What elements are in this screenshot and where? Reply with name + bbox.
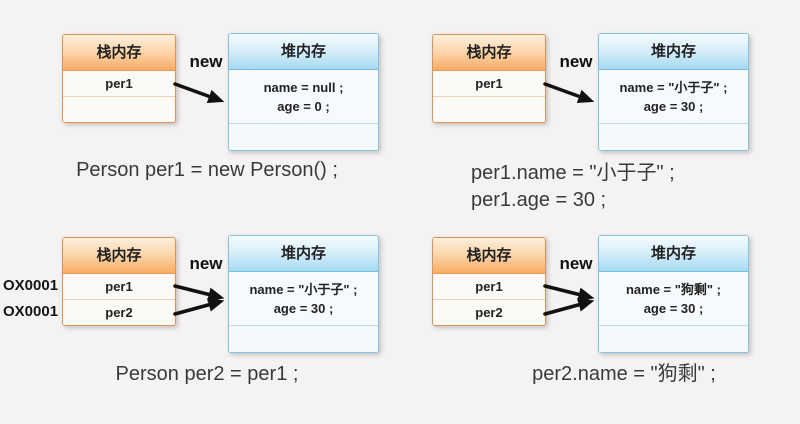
stack-memory-title: 栈内存 [63, 35, 175, 71]
stack-cell-per1: per1 [433, 274, 545, 300]
heap-object-fields: name = "狗剩" ; age = 30 ; [599, 272, 748, 326]
heap-empty-section [229, 124, 378, 150]
stack-memory-box: 栈内存 per1 [432, 34, 546, 123]
code-caption: per2.name = "狗剩" ; [532, 363, 716, 385]
per2-reference-arrow [543, 298, 595, 316]
heap-field-age: age = 30 ; [643, 300, 704, 316]
stack-cell-per1: per1 [433, 71, 545, 97]
stack-memory-title: 栈内存 [433, 35, 545, 71]
stack-memory-box: 栈内存 per1 [62, 34, 176, 123]
heap-field-name: name = "小于子" ; [619, 79, 728, 95]
heap-field-age: age = 30 ; [643, 98, 704, 114]
heap-memory-title: 堆内存 [599, 236, 748, 272]
new-keyword-label: new [559, 52, 593, 71]
heap-empty-section [599, 326, 748, 352]
stack-address-label: OX0001 [3, 303, 59, 320]
per1-reference-arrow [543, 284, 595, 302]
heap-memory-box: 堆内存 name = "小于子" ; age = 30 ; [598, 33, 749, 151]
heap-field-name: name = "小于子" ; [249, 281, 358, 297]
heap-memory-box: 堆内存 name = "狗剩" ; age = 30 ; [598, 235, 749, 353]
heap-memory-title: 堆内存 [229, 236, 378, 272]
heap-object-fields: name = "小于子" ; age = 30 ; [599, 70, 748, 124]
heap-field-name: name = null ; [263, 79, 344, 95]
per2-reference-arrow [173, 298, 225, 316]
heap-empty-section [229, 326, 378, 352]
new-keyword-label: new [559, 254, 593, 273]
per1-reference-arrow [173, 284, 225, 302]
heap-memory-title: 堆内存 [229, 34, 378, 70]
code-caption-line: per1.name = "小于子" ; [471, 162, 675, 184]
code-caption: Person per1 = new Person() ; [76, 159, 338, 181]
stack-cell-per2: per2 [433, 300, 545, 325]
heap-field-age: age = 30 ; [273, 300, 334, 316]
heap-memory-title: 堆内存 [599, 34, 748, 70]
heap-field-name: name = "狗剩" ; [625, 281, 722, 297]
heap-field-age: age = 0 ; [277, 98, 330, 114]
heap-memory-box: 堆内存 name = null ; age = 0 ; [228, 33, 379, 151]
code-caption-line: per1.age = 30 ; [471, 189, 607, 211]
stack-cell-per1: per1 [63, 71, 175, 97]
stack-cell-per2: per2 [63, 300, 175, 325]
code-caption: per1.name = "小于子" ; per1.age = 30 ; [471, 160, 675, 214]
new-reference-arrow [543, 82, 595, 103]
stack-cell-per1: per1 [63, 274, 175, 300]
stack-address-label: OX0001 [3, 277, 59, 294]
stack-cell-empty [63, 97, 175, 122]
new-reference-arrow [173, 82, 225, 103]
code-caption: Person per2 = per1 ; [115, 363, 299, 385]
new-keyword-label: new [189, 254, 223, 273]
stack-cell-empty [433, 97, 545, 122]
heap-empty-section [599, 124, 748, 150]
stack-memory-box: 栈内存 per1 per2 [62, 237, 176, 326]
heap-memory-box: 堆内存 name = "小于子" ; age = 30 ; [228, 235, 379, 353]
heap-object-fields: name = null ; age = 0 ; [229, 70, 378, 124]
stack-memory-box: 栈内存 per1 per2 [432, 237, 546, 326]
new-keyword-label: new [189, 52, 223, 71]
heap-object-fields: name = "小于子" ; age = 30 ; [229, 272, 378, 326]
stack-memory-title: 栈内存 [63, 238, 175, 274]
stack-memory-title: 栈内存 [433, 238, 545, 274]
